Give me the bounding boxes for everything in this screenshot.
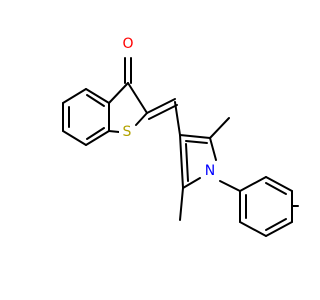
- bond: [185, 140, 208, 144]
- atom-label-nitrogen: N: [205, 163, 215, 179]
- bond: [179, 134, 184, 189]
- bond: [127, 82, 148, 114]
- bond: [239, 176, 267, 192]
- bond: [265, 176, 293, 192]
- bond: [209, 117, 230, 139]
- bond: [209, 137, 217, 161]
- bond: [182, 177, 201, 189]
- bond: [86, 94, 105, 107]
- bond: [179, 187, 184, 221]
- atom-background: [119, 123, 135, 141]
- molecule-structure: O S N: [62, 34, 299, 237]
- bond: [265, 221, 293, 237]
- bond: [135, 112, 148, 126]
- bond: [62, 130, 87, 146]
- bond: [265, 182, 287, 195]
- bond: [148, 104, 178, 120]
- atom-background: [201, 161, 219, 179]
- bond: [174, 101, 181, 136]
- bond: [108, 82, 129, 104]
- bond: [85, 88, 110, 104]
- bond: [86, 127, 105, 140]
- atom-label-oxygen: O: [122, 36, 133, 52]
- bond: [179, 134, 211, 139]
- bond: [62, 88, 87, 104]
- atom-label-sulfur: S: [123, 124, 132, 140]
- bond: [108, 130, 120, 133]
- bond: [219, 180, 241, 192]
- bond: [85, 130, 110, 146]
- atom-background: [120, 34, 136, 52]
- bond: [265, 218, 287, 231]
- bond: [146, 98, 176, 114]
- molecule-canvas: O S N: [62, 34, 299, 237]
- bond: [185, 143, 189, 182]
- bond: [239, 221, 267, 237]
